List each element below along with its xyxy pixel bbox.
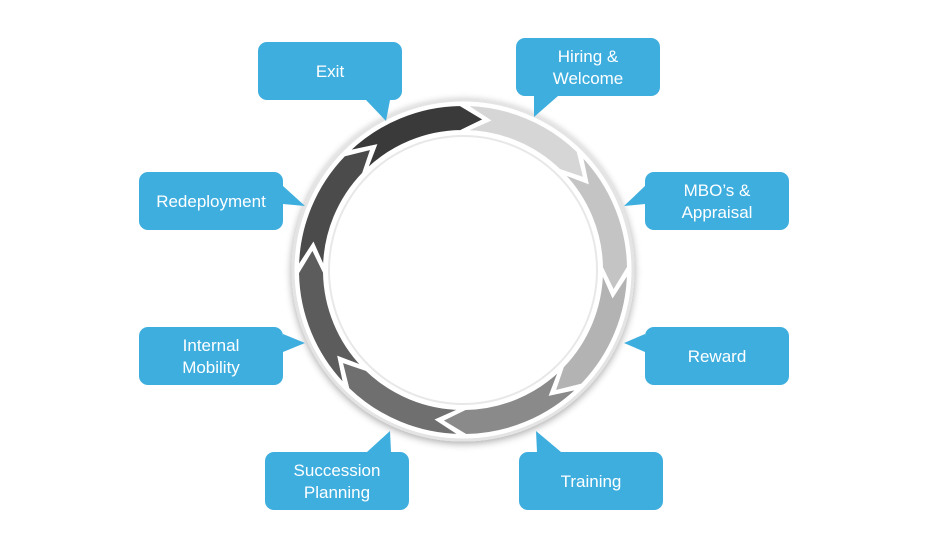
ring-segment-training bbox=[439, 369, 581, 437]
ring-segment-redeployment bbox=[296, 147, 374, 271]
ring-segment-mbo bbox=[562, 152, 630, 294]
ring-segment-succession bbox=[340, 359, 464, 437]
callout-training: Training bbox=[519, 431, 663, 510]
callout-label-succession-2: Planning bbox=[304, 483, 370, 502]
callout-label-hiring-2: Welcome bbox=[553, 69, 624, 88]
callout-box-succession bbox=[265, 452, 409, 510]
callout-box-mobility bbox=[139, 327, 283, 385]
callout-pointer-exit bbox=[366, 100, 390, 121]
ring-segment-mobility bbox=[296, 246, 364, 388]
callout-label-mobility-2: Mobility bbox=[182, 358, 240, 377]
callout-label-mbo-2: Appraisal bbox=[682, 203, 753, 222]
callout-label-redeployment-1: Redeployment bbox=[156, 192, 266, 211]
callout-pointer-reward bbox=[624, 334, 645, 352]
ring-segments bbox=[296, 103, 630, 437]
callout-box-mbo bbox=[645, 172, 789, 230]
callout-label-hiring-1: Hiring & bbox=[558, 47, 619, 66]
callout-pointer-mbo bbox=[624, 186, 645, 206]
callout-label-mobility-1: Internal bbox=[183, 336, 240, 355]
callout-reward: Reward bbox=[624, 327, 789, 385]
ring-inner-circle bbox=[328, 135, 598, 405]
callout-box-training bbox=[519, 452, 663, 510]
ring-segment-hiring bbox=[462, 103, 586, 181]
callout-pointer-succession bbox=[367, 431, 391, 452]
callout-label-reward-1: Reward bbox=[688, 347, 747, 366]
callout-pointer-hiring bbox=[534, 96, 558, 117]
callout-pointer-training bbox=[536, 431, 561, 452]
callout-pointer-redeployment bbox=[283, 186, 305, 206]
callout-hiring: Hiring & Welcome bbox=[516, 38, 660, 117]
callout-box-exit bbox=[258, 42, 402, 100]
ring-segment-reward bbox=[552, 269, 630, 393]
callout-mbo: MBO’s & Appraisal bbox=[624, 172, 789, 230]
callout-pointer-mobility bbox=[283, 334, 305, 352]
callout-box-hiring bbox=[516, 38, 660, 96]
callout-label-succession-1: Succession bbox=[294, 461, 381, 480]
callout-redeployment: Redeployment bbox=[139, 172, 305, 230]
callout-box-reward bbox=[645, 327, 789, 385]
callout-label-training-1: Training bbox=[561, 472, 622, 491]
ring-segment-exit bbox=[345, 103, 487, 171]
callout-exit: Exit bbox=[258, 42, 402, 121]
callout-box-redeployment bbox=[139, 172, 283, 230]
callout-label-exit-1: Exit bbox=[316, 62, 345, 81]
callout-label-mbo-1: MBO’s & bbox=[684, 181, 751, 200]
